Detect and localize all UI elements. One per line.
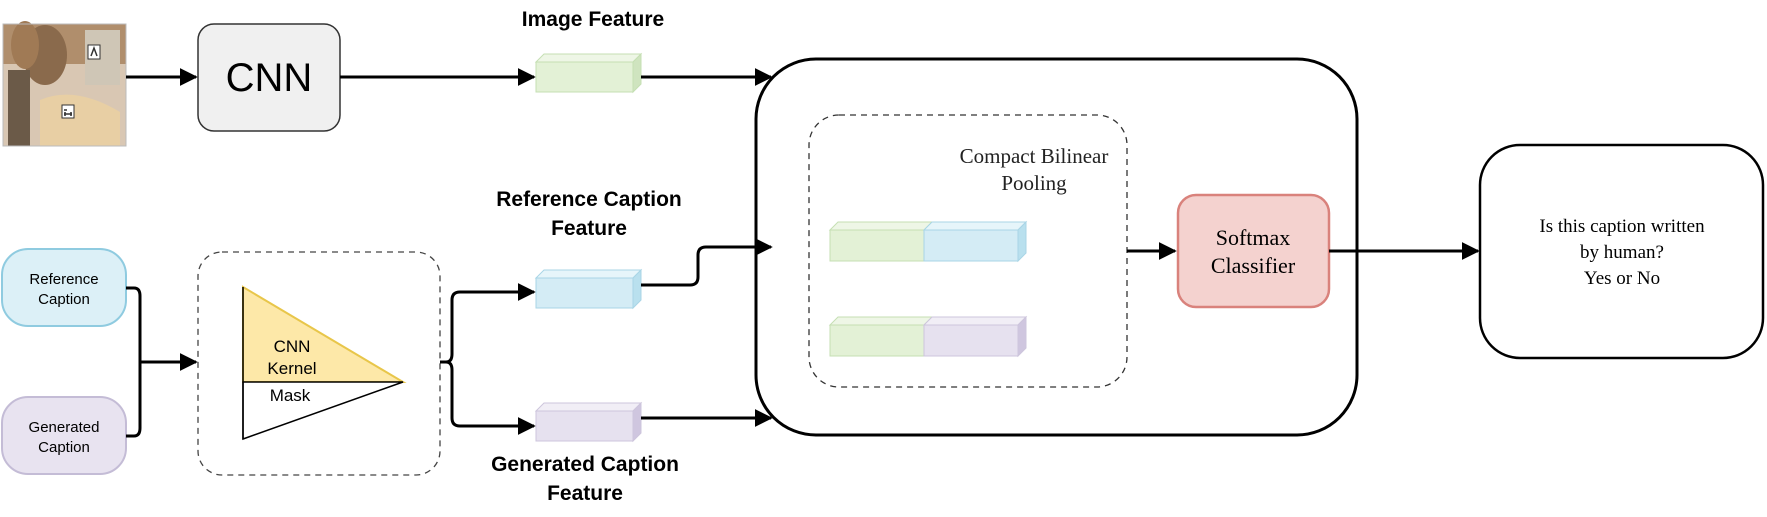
compact-bilinear-pooling-block: Compact Bilinear Pooling bbox=[808, 114, 1128, 388]
reference-caption-line2: Caption bbox=[38, 291, 90, 308]
pooled-bar-image-reference bbox=[828, 220, 1028, 263]
reference-feature-title-line1: Reference Caption bbox=[496, 188, 682, 211]
pooling-title-line2: Pooling bbox=[1001, 171, 1067, 195]
image-feature-block bbox=[534, 52, 643, 94]
image-cnn-block: CNN bbox=[197, 23, 341, 132]
arrow-reference-feature-to-pooling bbox=[641, 238, 773, 287]
generated-caption-line1: Generated bbox=[29, 419, 100, 436]
generated-feature-title-line2: Feature bbox=[547, 482, 623, 505]
generated-feature-block bbox=[534, 401, 643, 443]
reference-caption-box: Reference Caption bbox=[1, 248, 127, 327]
mask-triangle bbox=[242, 381, 404, 441]
mask-label: Mask bbox=[270, 386, 311, 405]
softmax-classifier-block: Softmax Classifier bbox=[1176, 193, 1331, 309]
arrow-text-cnn-to-generated-feature bbox=[440, 360, 536, 435]
pooled-bar-image-generated bbox=[828, 315, 1028, 358]
discriminator-container bbox=[754, 57, 1359, 437]
generated-feature-title-line1: Generated Caption bbox=[491, 453, 679, 476]
classifier-label-line1: Softmax bbox=[1216, 225, 1291, 250]
cnn-label: CNN bbox=[226, 56, 313, 100]
output-question-box: Is this caption written by human? Yes or… bbox=[1478, 143, 1765, 360]
caption-merge-connector bbox=[126, 286, 142, 438]
classifier-label-line2: Classifier bbox=[1211, 253, 1296, 278]
input-photo bbox=[2, 21, 127, 147]
dog-bbox-icon bbox=[61, 104, 75, 119]
output-line2: by human? bbox=[1580, 242, 1664, 263]
generated-caption-box: Generated Caption bbox=[1, 396, 127, 475]
arrow-text-cnn-to-reference-feature bbox=[440, 283, 536, 364]
pooling-title-line1: Compact Bilinear bbox=[960, 144, 1109, 168]
generated-caption-line2: Caption bbox=[38, 439, 90, 456]
text-cnn-block: CNN Kernel Mask bbox=[197, 251, 441, 476]
output-line3: Yes or No bbox=[1584, 268, 1660, 289]
image-feature-title: Image Feature bbox=[522, 8, 664, 31]
reference-caption-line1: Reference bbox=[29, 271, 98, 288]
reference-feature-block bbox=[534, 268, 643, 310]
output-line1: Is this caption written bbox=[1539, 216, 1705, 237]
reference-feature-title-line2: Feature bbox=[551, 217, 627, 240]
cnn-kernel-line2: Kernel bbox=[267, 359, 316, 378]
cnn-kernel-line1: CNN bbox=[274, 337, 311, 356]
